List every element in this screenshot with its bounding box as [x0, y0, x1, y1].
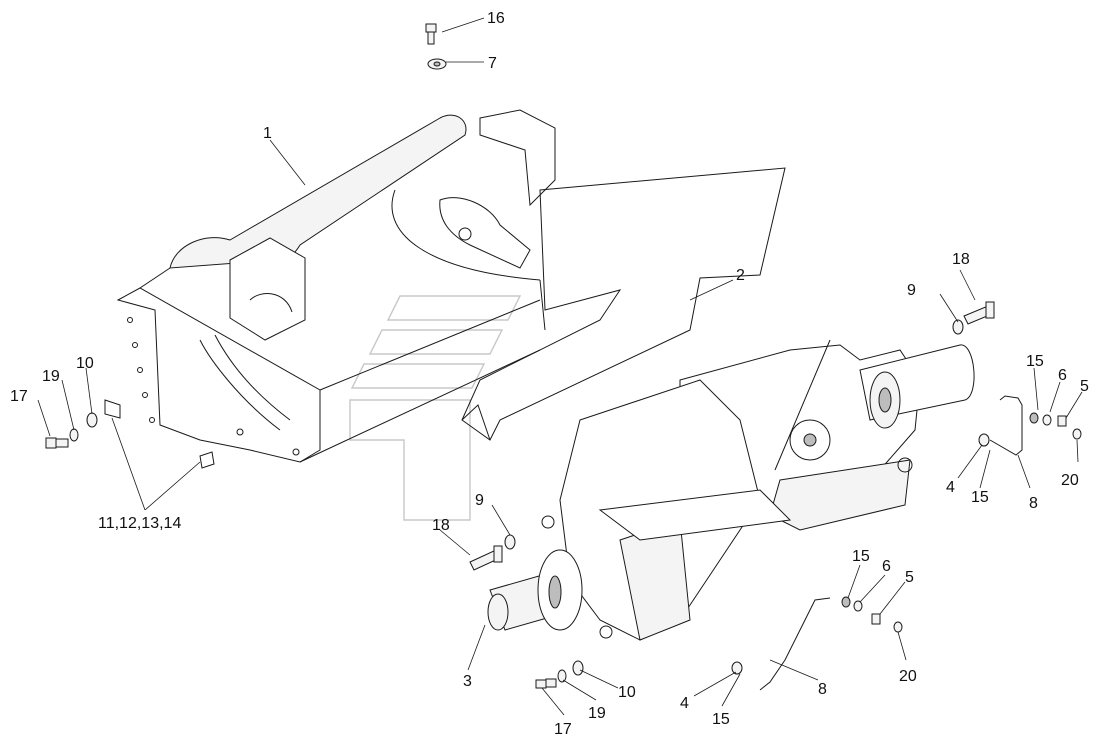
callout-labels: 16 7 1 2 18 9 15 6 5 20 4 15 8 17 19 10 … — [10, 10, 1089, 738]
callout-19-lower: 19 — [588, 705, 606, 722]
callout-18-left: 18 — [432, 517, 450, 534]
callout-5-right: 5 — [1080, 378, 1089, 395]
callout-19-left: 19 — [42, 368, 60, 385]
callout-7: 7 — [488, 55, 497, 72]
callout-15-right-bottom: 15 — [971, 489, 989, 506]
callout-17-lower: 17 — [554, 721, 572, 738]
left-shaft-assembly — [487, 379, 792, 641]
callout-15-lower-bottom: 15 — [712, 711, 730, 728]
housing-part — [116, 109, 556, 463]
watermark-logo — [349, 295, 522, 521]
callout-15-right-top: 15 — [1026, 353, 1044, 370]
fasteners — [45, 23, 1082, 691]
callout-4-lower: 4 — [680, 695, 689, 712]
callout-9-left: 9 — [475, 492, 484, 509]
callout-11-14: 11,12,13,14 — [98, 515, 181, 532]
callout-18-right: 18 — [952, 251, 970, 268]
right-shaft-assembly — [679, 339, 975, 531]
callout-17-left: 17 — [10, 388, 28, 405]
callout-3: 3 — [463, 673, 472, 690]
cover-plate-part — [461, 167, 786, 441]
callout-4-right: 4 — [946, 479, 955, 496]
callout-6-lower: 6 — [882, 558, 891, 575]
callout-15-lower-top: 15 — [852, 548, 870, 565]
callout-9-right: 9 — [907, 282, 916, 299]
callout-10-left: 10 — [76, 355, 94, 372]
callout-6-right: 6 — [1058, 367, 1067, 384]
leader-lines — [37, 17, 1083, 716]
callout-5-lower: 5 — [905, 569, 914, 586]
callout-8-lower: 8 — [818, 681, 827, 698]
callout-16: 16 — [487, 10, 505, 27]
callout-20-lower: 20 — [899, 668, 917, 685]
callout-2: 2 — [736, 267, 745, 284]
callout-1: 1 — [263, 125, 272, 142]
callout-10-lower: 10 — [618, 684, 636, 701]
callout-8-right: 8 — [1029, 495, 1038, 512]
callout-20-right: 20 — [1061, 472, 1079, 489]
